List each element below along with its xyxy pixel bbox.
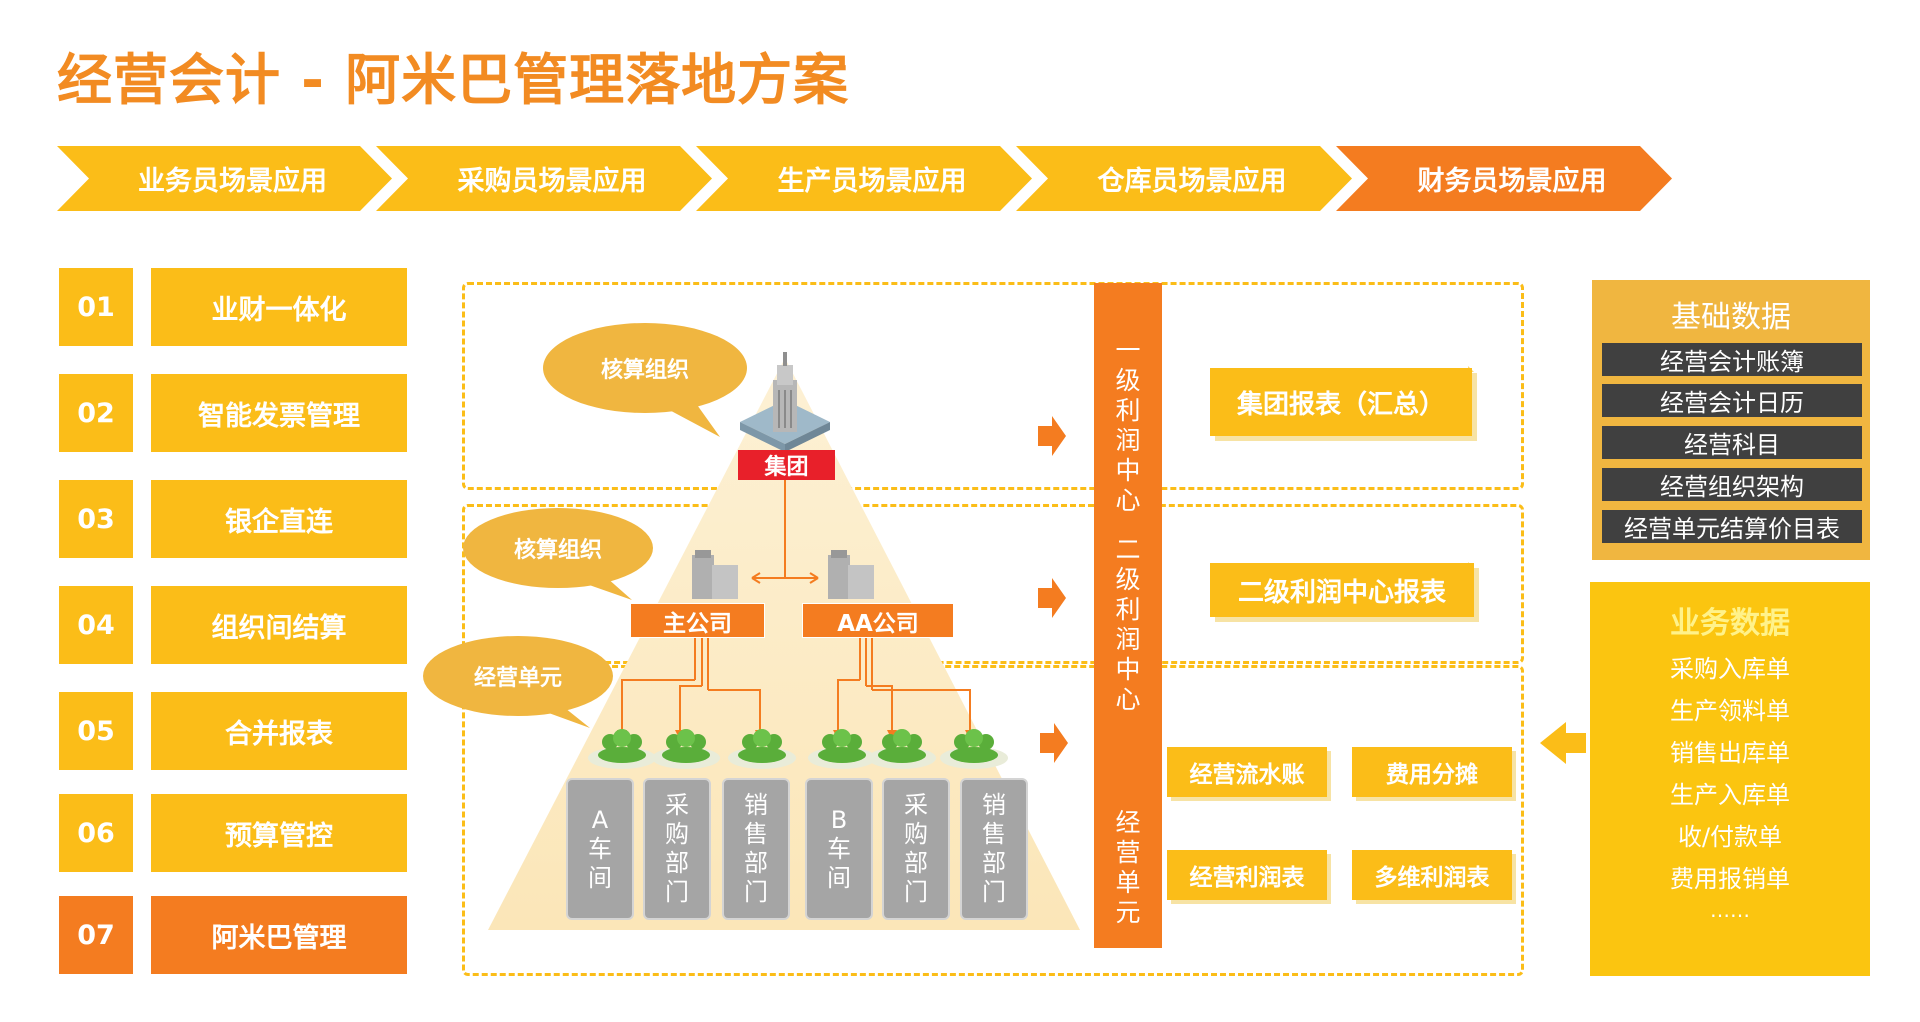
business-data-item[interactable]: 费用报销单 [1670,865,1790,893]
business-data-more: …… [1710,898,1750,922]
unit-sales-2-label: 销售部门 [982,791,1006,906]
chevron-shape-1 [57,146,392,211]
region-level2 [462,504,1524,664]
basic-data-item[interactable]: 经营会计账簿 [1602,343,1862,376]
chevron-shape-3 [696,146,1032,211]
unit-purchasing-1: 采购部门 [643,778,711,920]
basic-data-item[interactable]: 经营组织架构 [1602,468,1862,501]
basic-data-item[interactable]: 经营单元结算价目表 [1602,510,1862,543]
business-data-item[interactable]: 生产入库单 [1670,781,1790,809]
menu-num-07: 07 [59,896,133,974]
report-business-profit[interactable]: 经营利润表 [1167,850,1327,900]
menu-item-finance-integration[interactable]: 业财一体化 [151,268,407,346]
menu-num-01: 01 [59,268,133,346]
menu-item-budget[interactable]: 预算管控 [151,794,407,872]
basic-data-title: 基础数据 [1671,300,1791,335]
node-group: 集团 [738,450,835,480]
people-icons [588,729,1008,769]
process-step-purchasing[interactable]: 采购员场景应用 [457,166,647,197]
menu-item-bank[interactable]: 银企直连 [151,480,407,558]
bubble-mid-shape [463,508,653,588]
business-data-title: 业务数据 [1670,606,1790,641]
unit-a-workshop: A车间 [566,778,634,920]
process-step-warehouse[interactable]: 仓库员场景应用 [1097,166,1287,197]
unit-sales-1-label: 销售部门 [744,791,768,906]
bubble-accounting-org-top: 核算组织 [600,358,689,383]
process-step-sales[interactable]: 业务员场景应用 [138,166,327,197]
report-business-flow[interactable]: 经营流水账 [1167,747,1327,797]
menu-num-05: 05 [59,692,133,770]
report-group-summary[interactable]: 集团报表（汇总） [1210,368,1472,436]
data-flow-arrow-icon [1540,722,1586,764]
unit-a-workshop-label: A车间 [588,805,612,892]
process-step-production[interactable]: 生产员场景应用 [777,166,967,197]
node-aa-company: AA公司 [802,603,954,638]
unit-b-workshop-label: B车间 [827,805,851,892]
menu-item-amoeba[interactable]: 阿米巴管理 [151,896,407,974]
unit-sales-2: 销售部门 [960,778,1028,920]
business-data-panel [1590,582,1870,976]
menu-num-03: 03 [59,480,133,558]
bubble-top-shape [543,323,747,413]
bubble-business-unit: 经营单元 [473,666,562,691]
level3-label: 经营单元 [1115,808,1141,927]
report-multidim-profit[interactable]: 多维利润表 [1352,850,1512,900]
unit-b-workshop: B车间 [805,778,873,920]
basic-data-item[interactable]: 经营科目 [1602,426,1862,459]
menu-item-consolidation[interactable]: 合并报表 [151,692,407,770]
process-step-finance[interactable]: 财务员场景应用 [1417,166,1607,197]
page-title: 经营会计 - 阿米巴管理落地方案 [57,48,850,112]
menu-item-invoice[interactable]: 智能发票管理 [151,374,407,452]
menu-num-04: 04 [59,586,133,664]
business-data-item[interactable]: 生产领料单 [1670,697,1790,725]
process-chevrons [57,146,1672,211]
bubble-unit-shape [423,636,613,716]
menu-num-02: 02 [59,374,133,452]
region-level3 [462,665,1524,976]
report-cost-allocation[interactable]: 费用分摊 [1352,747,1512,797]
chevron-shape-2 [376,146,712,211]
business-data-item[interactable]: 销售出库单 [1670,739,1790,767]
unit-sales-1: 销售部门 [722,778,790,920]
profit-center-bar [1094,283,1162,948]
business-data-item[interactable]: 采购入库单 [1670,655,1790,683]
chevron-shape-5 [1336,146,1672,211]
menu-num-06: 06 [59,794,133,872]
unit-purchasing-1-label: 采购部门 [665,791,689,906]
flow-arrow-icons [1038,416,1068,763]
menu-item-settlement[interactable]: 组织间结算 [151,586,407,664]
bubble-accounting-org-mid: 核算组织 [513,538,602,563]
unit-purchasing-2: 采购部门 [882,778,950,920]
chevron-shape-4 [1016,146,1352,211]
business-data-item[interactable]: 收/付款单 [1677,823,1783,851]
level1-label: 一级利润中心 [1115,336,1141,515]
level2-label: 二级利润中心 [1115,535,1141,714]
node-main-company: 主公司 [630,603,765,638]
unit-purchasing-2-label: 采购部门 [904,791,928,906]
report-level2-profit[interactable]: 二级利润中心报表 [1210,563,1474,617]
region-level1 [462,282,1524,490]
basic-data-item[interactable]: 经营会计日历 [1602,384,1862,417]
